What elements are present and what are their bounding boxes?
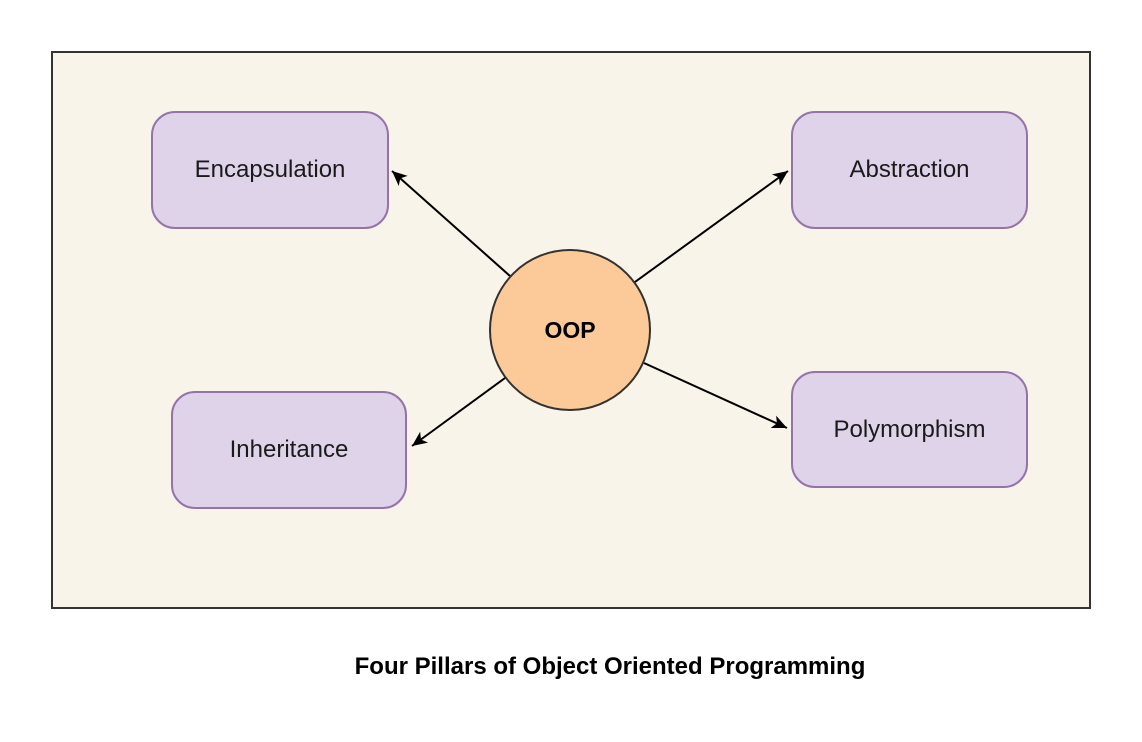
node-inheritance: Inheritance bbox=[171, 391, 407, 509]
node-polymorphism: Polymorphism bbox=[791, 371, 1028, 488]
node-encapsulation: Encapsulation bbox=[151, 111, 389, 229]
arrow-oop-to-encapsulation bbox=[391, 170, 511, 277]
diagram-canvas: Encapsulation Abstraction Inheritance Po… bbox=[51, 51, 1091, 609]
arrow-oop-to-inheritance bbox=[411, 377, 506, 447]
node-abstraction: Abstraction bbox=[791, 111, 1028, 229]
node-abstraction-label: Abstraction bbox=[849, 156, 970, 183]
diagram-title: Four Pillars of Object Oriented Programm… bbox=[354, 653, 866, 680]
arrow-oop-to-abstraction bbox=[634, 170, 789, 283]
arrow-oop-to-polymorphism bbox=[643, 362, 788, 429]
node-encapsulation-label: Encapsulation bbox=[194, 156, 346, 183]
node-polymorphism-label: Polymorphism bbox=[833, 415, 986, 443]
node-oop-center: OOP bbox=[489, 249, 651, 411]
node-oop-label: OOP bbox=[544, 316, 596, 343]
node-inheritance-label: Inheritance bbox=[229, 436, 349, 463]
